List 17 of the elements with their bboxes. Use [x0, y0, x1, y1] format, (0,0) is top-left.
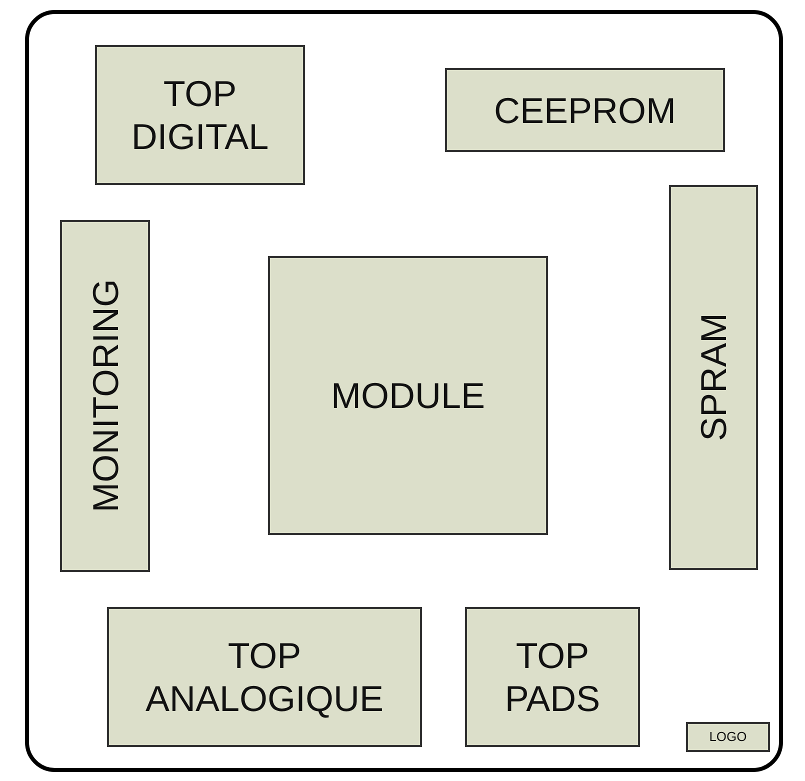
block-label: CEEPROM: [494, 88, 676, 132]
outline-frame: [25, 10, 783, 772]
block-box: [669, 185, 758, 570]
block-box: [465, 607, 640, 747]
block-label: TOP DIGITAL: [130, 72, 270, 158]
block-label: SPRAM: [692, 313, 735, 442]
block-label: TOP PADS: [504, 634, 602, 720]
block-label: MONITORING: [84, 279, 126, 513]
block-box: [445, 68, 725, 152]
block-box: [268, 256, 548, 535]
block-label: MODULE: [330, 374, 486, 417]
block-label: TOP ANALOGIQUE: [144, 634, 385, 720]
block-box: [95, 45, 305, 185]
block-box: [107, 607, 422, 747]
block-box: [686, 722, 770, 752]
block-label: LOGO: [709, 729, 747, 745]
block-box: [60, 220, 150, 572]
